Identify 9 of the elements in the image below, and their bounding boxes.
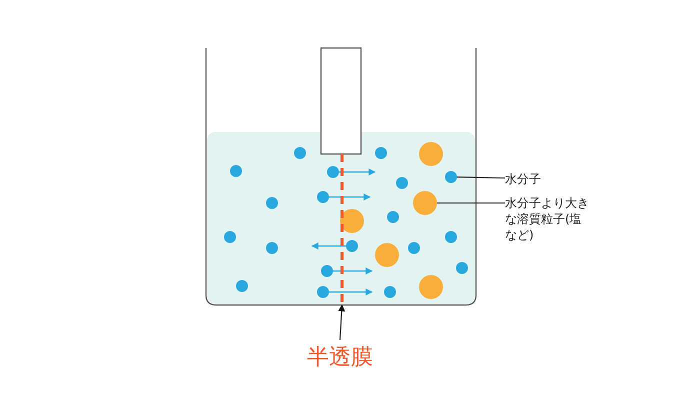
callout-label: 水分子より大きな溶質粒子(塩など) <box>505 195 590 243</box>
leader-line <box>456 176 505 179</box>
arrow <box>338 304 346 340</box>
solute-particle <box>413 191 437 215</box>
membrane-label: 半透膜 <box>306 344 374 372</box>
leader-line <box>437 202 505 204</box>
callout-label: 水分子 <box>505 171 542 188</box>
membrane-line <box>340 154 344 305</box>
water-molecule <box>445 171 457 183</box>
